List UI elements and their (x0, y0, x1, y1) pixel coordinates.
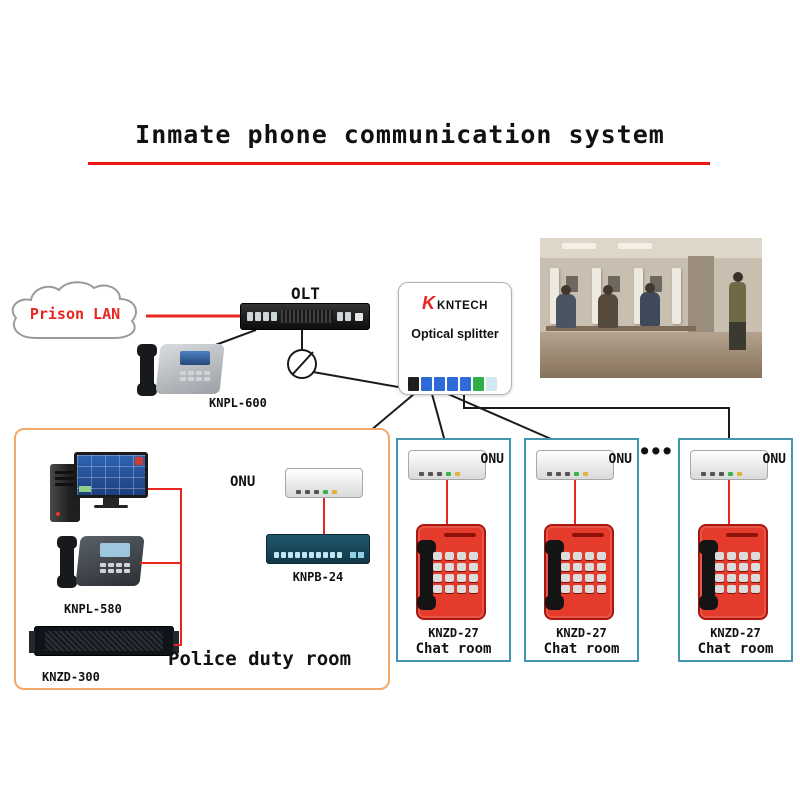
chat1-model-label: KNZD-27 (428, 626, 479, 640)
chat2-onu-device (536, 450, 614, 480)
olt-grille (281, 310, 333, 323)
police-duty-room-box: KNPL-580 KNZD-300 Police duty room ONU K… (14, 428, 390, 690)
knzd300-server (29, 626, 179, 656)
olt-ports (247, 312, 277, 321)
fiber-loop-symbol (287, 349, 317, 379)
inmate-figure (556, 285, 576, 328)
police-wire-onu-switch (323, 498, 325, 534)
chat2-wire (574, 480, 576, 524)
photo-floor (540, 332, 762, 378)
phone-stall-3 (634, 268, 643, 324)
knpl580-label: KNPL-580 (64, 602, 122, 616)
chat2-model-label: KNZD-27 (556, 626, 607, 640)
inmate-figure-3 (640, 283, 660, 326)
chat3-room-label: Chat room (697, 641, 774, 657)
phone-stall (550, 268, 559, 324)
chat3-knzd27-phone (698, 524, 768, 620)
olt-device (240, 303, 370, 330)
chat2-room-label: Chat room (543, 641, 620, 657)
chat3-onu-label: ONU (762, 452, 786, 467)
police-room-label: Police duty room (168, 648, 352, 670)
police-onu-device (285, 468, 363, 498)
chat3-onu-device (690, 450, 768, 480)
handset-icon (137, 344, 157, 396)
prison-lan-cloud: Prison LAN (4, 280, 146, 350)
photo-wall-column (688, 256, 714, 338)
optical-splitter: K KNTECH Optical splitter (398, 282, 512, 395)
chat-room-box-1: ONU KNZD-27 Chat room (396, 438, 511, 662)
police-wire-monitor (148, 488, 180, 490)
phone-screen (100, 543, 130, 557)
ceiling-light-2 (618, 243, 652, 249)
chat-room-box-2: ONU KNZD-27 Chat room (524, 438, 639, 662)
phone-stall-4 (672, 268, 681, 324)
phone-keys (100, 563, 130, 573)
prison-lan-label: Prison LAN (29, 305, 121, 323)
chat1-onu-device (408, 450, 486, 480)
chat2-onu-label: ONU (608, 452, 632, 467)
chat1-onu-label: ONU (480, 452, 504, 467)
olt-label: OLT (291, 284, 320, 303)
handset-icon (699, 540, 718, 610)
knpl600-phone (137, 342, 225, 398)
monitor-screen (77, 455, 145, 495)
dispatch-monitor (74, 452, 148, 508)
guard-figure (729, 272, 746, 350)
keypad (715, 552, 760, 593)
phone-screen (180, 351, 210, 365)
cloud-icon (11, 281, 137, 339)
handset-icon (57, 536, 77, 588)
chat2-knzd27-phone (544, 524, 614, 620)
knpb24-label: KNPB-24 (292, 570, 344, 584)
ellipsis-dots: ●●● (641, 443, 675, 457)
phone-stall-2 (592, 268, 601, 324)
chat-room-box-3: ONU KNZD-27 Chat room (678, 438, 793, 662)
speaker-slot (726, 533, 758, 537)
bench (546, 326, 696, 331)
kntech-brand-name: KNTECH (437, 300, 488, 312)
knzd300-label: KNZD-300 (42, 670, 100, 684)
handset-icon (417, 540, 436, 610)
kntech-logo-icon: K (422, 293, 436, 313)
chat3-model-label: KNZD-27 (710, 626, 761, 640)
keypad (433, 552, 478, 593)
police-wire-vertical (180, 488, 182, 646)
phone-keys (180, 371, 210, 381)
chat1-knzd27-phone (416, 524, 486, 620)
chat1-wire (446, 480, 448, 524)
speaker-slot (444, 533, 476, 537)
handset-icon (545, 540, 564, 610)
inmate-photo (540, 238, 762, 378)
keypad (561, 552, 606, 593)
olt-ports-2 (337, 312, 351, 321)
title-underline (88, 162, 710, 165)
knpb24-switch (266, 534, 370, 564)
police-wire-server (174, 644, 180, 646)
chat3-wire (728, 480, 730, 524)
police-wire-phone (140, 562, 180, 564)
inmate-figure-2 (598, 285, 618, 328)
knpl600-label: KNPL-600 (209, 396, 267, 410)
page-title: Inmate phone communication system (135, 120, 665, 149)
splitter-label: Optical splitter (411, 327, 499, 341)
splitter-connectors (408, 377, 497, 391)
speaker-slot (572, 533, 604, 537)
ceiling-light (562, 243, 596, 249)
olt-panel-light (355, 312, 363, 321)
kntech-brand: K KNTECH (399, 293, 511, 313)
chat1-room-label: Chat room (415, 641, 492, 657)
knpl580-phone (57, 534, 145, 590)
police-onu-label: ONU (230, 474, 256, 490)
